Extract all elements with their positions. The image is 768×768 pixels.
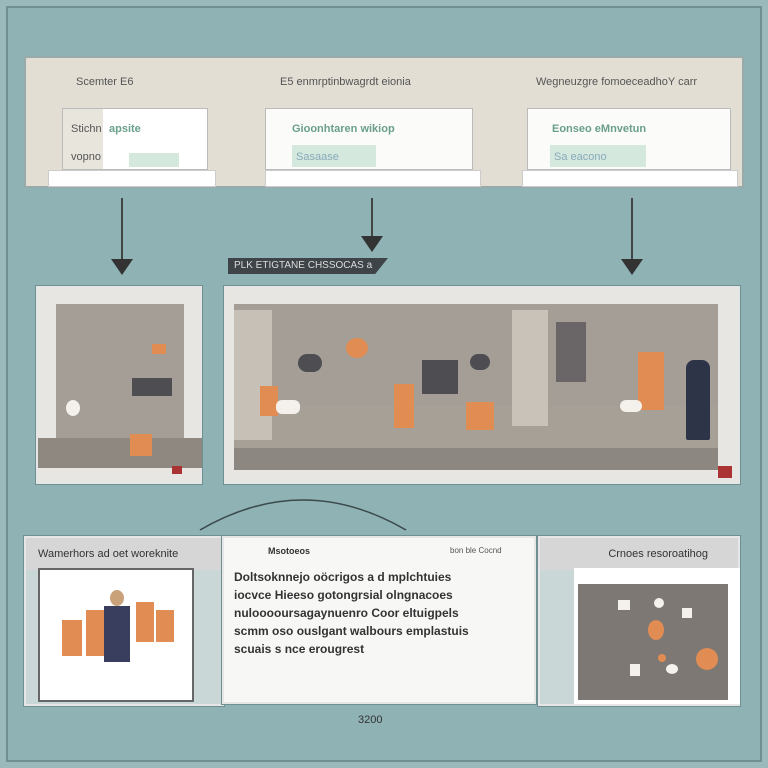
bottom-panel-text[interactable]: Msotoeos bon ble Cocnd Doltsoknnejo oöcr… (222, 536, 536, 704)
arrow-down-icon (621, 259, 643, 275)
text-line: nulooooursagaynuenro Coor eltuigpels (234, 606, 459, 620)
card-sub: Sa eacono (554, 151, 607, 163)
form-card-2[interactable]: Gioonhtaren wikiop Sasaase (265, 108, 473, 170)
text-body: Doltsoknnejo oöcrigos a d mplchtuies ioc… (234, 568, 469, 658)
input-strip[interactable] (522, 170, 738, 187)
arrow-line (631, 198, 633, 260)
left-panel-title: Wamerhors ad oet woreknite (26, 538, 222, 570)
input-strip[interactable] (265, 170, 481, 187)
text-panel-meta: bon ble Cocnd (450, 546, 502, 555)
page-number: 3200 (358, 714, 383, 726)
connector-arc (199, 499, 407, 531)
form-card-3[interactable]: Eonseo eMnvetun Sa eacono (527, 108, 731, 170)
section-2-title: E5 enmrptinbwagrdt eionia (280, 76, 411, 88)
right-panel-title: Crnoes resoroatihog (540, 538, 738, 570)
arrow-line (121, 198, 123, 260)
arrow-down-icon (361, 236, 383, 252)
section-3-title: Wegneuzgre fomoeceadhoY carr (536, 76, 698, 88)
input-strip[interactable] (48, 170, 216, 187)
top-panel: Scemter E6 E5 enmrptinbwagrdt eionia Weg… (24, 56, 744, 188)
bottom-panel-right[interactable]: Crnoes resoroatihog (538, 536, 740, 706)
text-line: iocvce Hieeso gotongrsial olngnacoes (234, 588, 453, 602)
form-card-1[interactable]: Stichn apsite vopno (62, 108, 208, 170)
scene-panel-left[interactable] (36, 286, 202, 484)
text-line: scuais s nce erougrest (234, 642, 365, 656)
scene-panel-main[interactable] (224, 286, 740, 484)
image-frame (574, 568, 740, 704)
card-heading: Eonseo eMnvetun (552, 123, 647, 135)
flow-label: PLK ETIGTANE CHSSOCAS a (228, 258, 388, 274)
field-value[interactable]: apsite (109, 123, 141, 135)
bottom-panel-left[interactable]: Wamerhors ad oet woreknite (24, 536, 224, 706)
arrow-down-icon (111, 259, 133, 275)
card-heading: Gioonhtaren wikiop (292, 123, 395, 135)
arrow-line (371, 198, 373, 236)
illustration-person (38, 568, 194, 702)
card-sub: Sasaase (296, 151, 339, 163)
text-line: Doltsoknnejo oöcrigos a d mplchtuies (234, 570, 452, 584)
text-line: scmm oso ouslgant walbours emplastuis (234, 624, 469, 638)
section-1-title: Scemter E6 (76, 76, 134, 88)
text-panel-tag: Msotoeos (268, 546, 311, 556)
field-label: vopno (71, 151, 101, 163)
illustration-burst (578, 584, 728, 700)
field-label: Stichn (71, 123, 102, 135)
